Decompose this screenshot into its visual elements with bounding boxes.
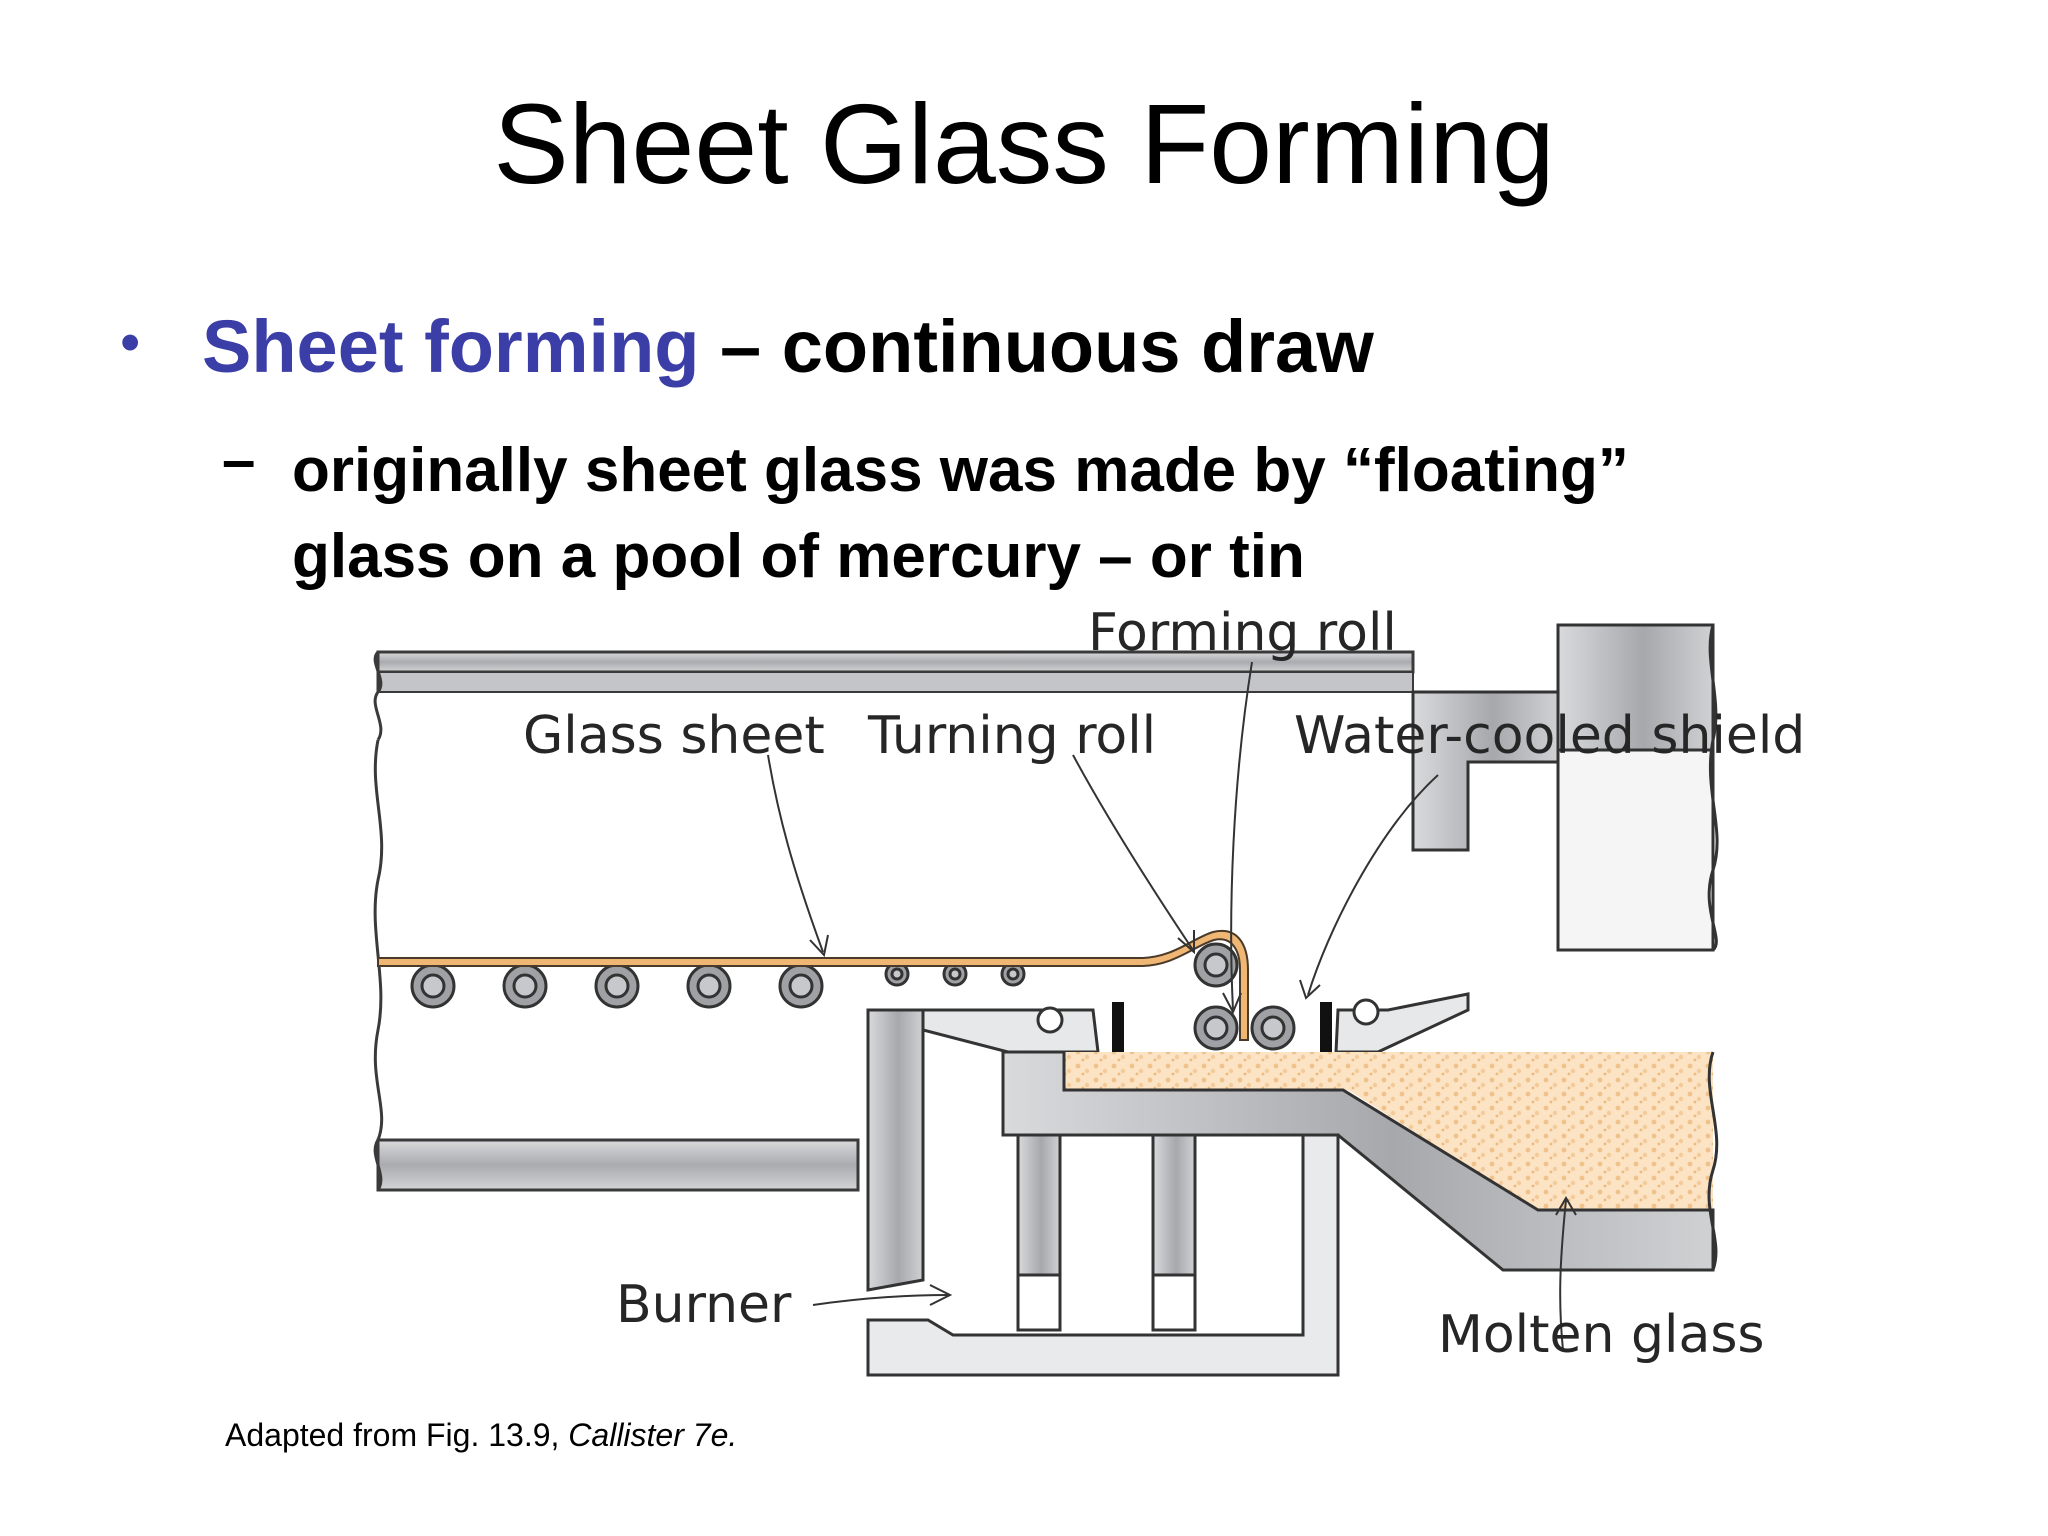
caption-source: Callister 7e. [568, 1417, 738, 1453]
label-glass-sheet: Glass sheet [523, 706, 825, 766]
conveyor-rollers [410, 961, 1026, 1009]
sub-bullet-marker: – [222, 426, 256, 493]
label-molten-glass: Molten glass [1438, 1305, 1765, 1365]
turning-roll [1193, 942, 1239, 988]
label-water-cooled-shield: Water-cooled shield [1294, 706, 1805, 766]
bullet-marker: • [120, 310, 141, 375]
sub-bullet-line-2: glass on a pool of mercury – or tin [292, 522, 1305, 591]
water-cooled-shields [1112, 1002, 1332, 1054]
burner-assembly [866, 1008, 1340, 1377]
bullet-rest: – continuous draw [699, 305, 1374, 388]
glass-sheet [377, 929, 1249, 1041]
sub-bullet-text: originally sheet glass was made by “floa… [292, 428, 1992, 600]
slide-title: Sheet Glass Forming [493, 81, 1555, 207]
furnace-tank [1001, 1050, 1719, 1272]
label-turning-roll: Turning roll [867, 706, 1156, 766]
forming-rolls [1193, 1005, 1296, 1051]
bullet-text: Sheet forming – continuous draw [202, 310, 1374, 384]
leader-arrows [767, 661, 1577, 1351]
right-lever [1334, 992, 1470, 1054]
caption-prefix: Adapted from Fig. 13.9, [225, 1417, 569, 1453]
right-housing [1411, 623, 1719, 952]
figure-caption: Adapted from Fig. 13.9, Callister 7e. [225, 1419, 737, 1451]
bullet-term: Sheet forming [202, 305, 700, 388]
sheet-glass-diagram: Forming roll Glass sheet Turning roll Wa… [373, 603, 1805, 1377]
left-lever [921, 1006, 1100, 1054]
label-forming-roll: Forming roll [1088, 603, 1397, 663]
label-burner: Burner [616, 1275, 792, 1335]
sub-bullet-line-1: originally sheet glass was made by “floa… [292, 436, 1629, 505]
